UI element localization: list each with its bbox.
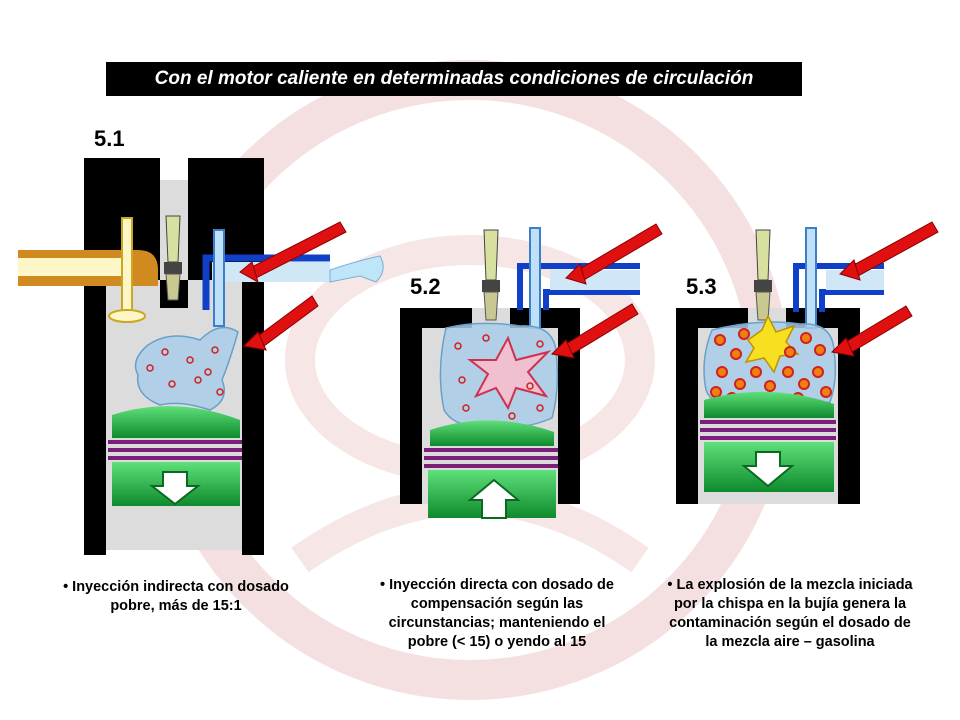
caption-line: • La explosión de la mezcla iniciada [667,577,913,593]
arrow-down-icon [149,471,201,506]
caption-line: pobre, más de 15:1 [110,598,242,614]
spark-plug [482,229,500,321]
caption-line: • Inyección directa con dosado de [380,577,614,593]
intake-valve [108,217,146,323]
caption-line: pobre (< 15) o yendo al 15 [407,634,587,650]
fuel-droplets [454,334,544,420]
explosion-star-icon [467,335,552,411]
intake-pipe [18,250,158,286]
piston-5-1 [108,406,242,506]
cylinder-5-2 [400,223,663,519]
red-arrow-icon [239,221,347,351]
spark-plug [754,229,772,321]
red-arrow-icon [550,223,663,359]
caption-line: • Inyección indirecta con dosado [63,579,289,595]
contamination-particles [710,328,832,404]
caption-5-3: • La explosión de la mezcla iniciada por… [640,576,940,652]
arrow-down-icon [741,451,795,488]
explosion-star-icon [744,314,800,374]
panel-number-5-1: 5.1 [94,126,125,151]
spark-plug [164,215,182,301]
caption-5-2: • Inyección directa con dosado de compen… [358,576,636,652]
caption-line: circunstancias; manteniendo el [388,615,606,631]
piston-5-2 [424,420,558,519]
diagram-title: Con el motor caliente en determinadas co… [154,68,754,89]
caption-line: contaminación según el dosado de [669,615,911,631]
caption-line: compensación según las [410,596,584,612]
piston-5-3 [700,391,836,492]
caption-line: por la chispa en la bujía genera la [673,596,907,612]
cylinder-5-3 [676,221,939,504]
caption-line: la mezcla aire – gasolina [705,634,875,650]
cylinder-5-1 [18,158,384,555]
caption-5-1: • Inyección indirecta con dosado pobre, … [36,578,316,616]
panel-number-5-3: 5.3 [686,274,717,299]
panel-number-5-2: 5.2 [410,274,441,299]
arrow-up-icon [467,478,521,519]
fuel-droplets [146,346,224,396]
red-arrow-icon [830,221,939,357]
title-banner: Con el motor caliente en determinadas co… [106,62,802,96]
